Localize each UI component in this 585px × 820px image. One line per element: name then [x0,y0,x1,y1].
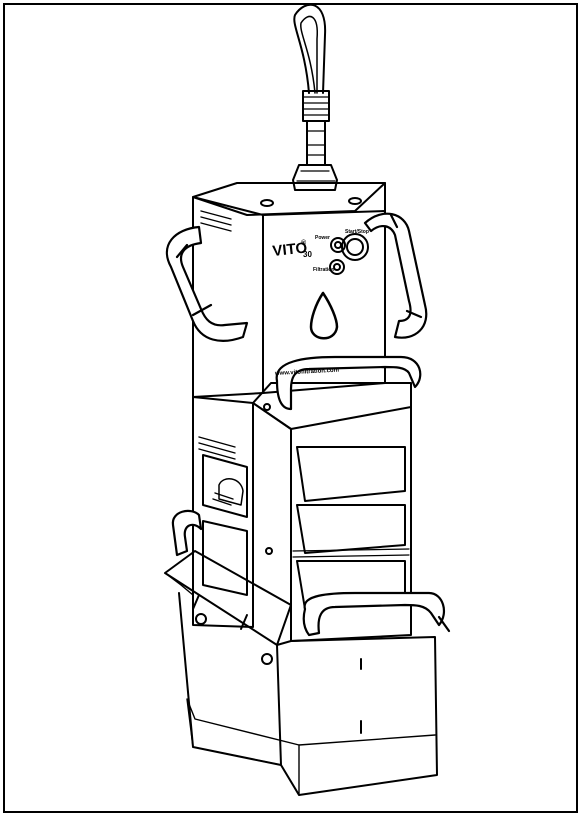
filtration-label: Filtration [313,267,334,273]
start-stop-label: Start/Stop [345,229,369,235]
main-chassis [192,382,412,642]
carry-handles [165,212,451,637]
illustration-frame: VITO ® 30 Power Filtration Start/Stop ww… [3,3,578,813]
vito-fryer-filter-illustration: VITO ® 30 Power Filtration Start/Stop ww… [164,5,451,796]
website-label: www.vitofiltration.com [274,368,339,377]
power-label: Power [315,235,330,241]
base-tray [164,550,438,796]
brand-registered-mark: ® [301,239,307,247]
brand-logo-text: VITO [272,239,309,260]
brand-model-suffix: 30 [303,250,312,259]
power-cable [292,5,338,191]
